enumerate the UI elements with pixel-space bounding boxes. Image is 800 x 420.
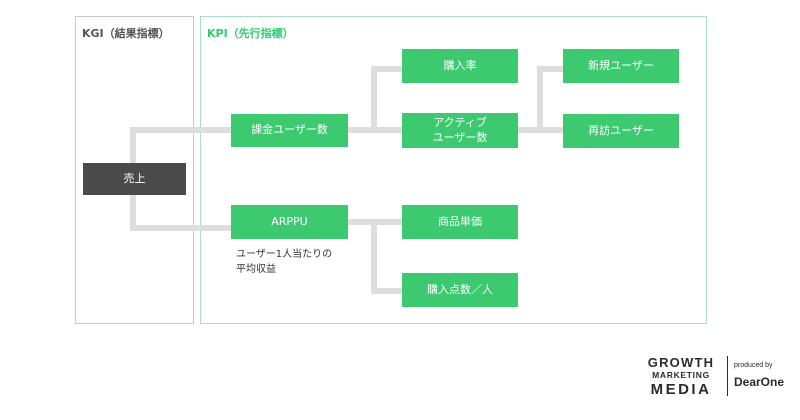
node-active-users-line2: ユーザー数: [432, 130, 488, 144]
node-unit-price-label: 商品単価: [438, 214, 482, 228]
node-paying-users-label: 課金ユーザー数: [251, 123, 328, 137]
node-arppu-label: ARPPU: [271, 214, 308, 228]
dearone-brand-text: DearOne: [734, 375, 785, 389]
node-sales: 売上: [83, 163, 186, 195]
node-active-users-line1: アクティブ: [433, 115, 487, 129]
logo-line-media: MEDIA: [650, 380, 712, 398]
node-paying-users: 課金ユーザー数: [231, 114, 348, 147]
kgi-title: KGI（結果指標）: [82, 27, 170, 40]
arppu-caption-line2: 平均収益: [236, 263, 276, 275]
logo-line-marketing: MARKETING: [652, 370, 710, 380]
connector-active-users-branch: [518, 66, 563, 133]
dearone-logo: produced by DearOne: [734, 362, 784, 389]
produced-by-text: produced by: [734, 362, 773, 369]
connector-sales-branch: [130, 127, 231, 231]
kpi-title: KPI（先行指標）: [207, 27, 294, 40]
node-new-users: 新規ユーザー: [563, 49, 679, 83]
node-purchase-rate: 購入率: [402, 49, 518, 83]
node-unit-price: 商品単価: [402, 205, 518, 239]
growth-marketing-media-logo: GROWTH MARKETING MEDIA: [640, 356, 722, 397]
node-returning-users: 再訪ユーザー: [563, 114, 679, 148]
node-returning-users-label: 再訪ユーザー: [588, 123, 654, 137]
node-items-per-person: 購入点数／人: [402, 273, 518, 307]
connector-paying-users-branch: [348, 66, 402, 133]
connector-arppu-branch: [348, 219, 402, 294]
node-purchase-rate-label: 購入率: [443, 58, 477, 72]
node-active-users: アクティブ ユーザー数: [402, 113, 518, 148]
node-new-users-label: 新規ユーザー: [588, 58, 654, 72]
logo-divider: [727, 356, 728, 396]
arppu-caption: ユーザー1人当たりの 平均収益: [236, 248, 332, 277]
logo-line-growth: GROWTH: [647, 355, 715, 370]
node-arppu: ARPPU: [231, 205, 348, 239]
node-sales-label: 売上: [123, 171, 146, 185]
node-items-per-person-label: 購入点数／人: [427, 282, 493, 296]
arppu-caption-line1: ユーザー1人当たりの: [236, 249, 333, 260]
